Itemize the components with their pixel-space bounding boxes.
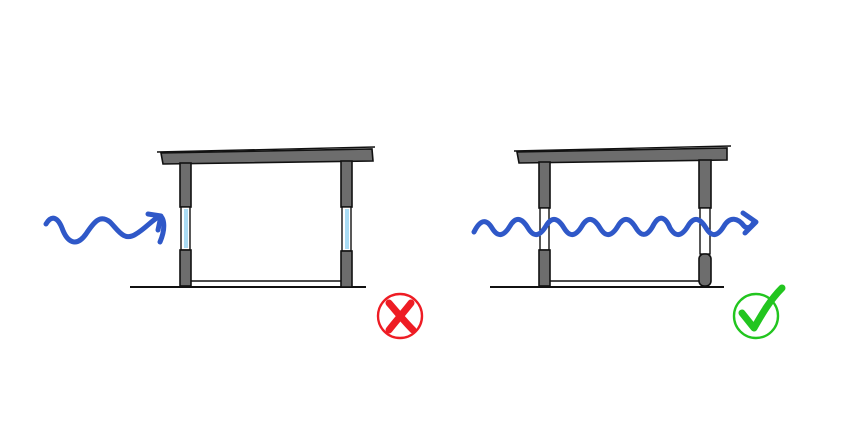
panel-blocked [43, 146, 424, 340]
right-glass-fill [345, 209, 349, 249]
wave-arrow-blocked [43, 213, 167, 245]
cross-icon [376, 292, 424, 340]
roof-slab [160, 148, 374, 165]
right-column-upper [698, 159, 712, 209]
left-column-upper [538, 161, 551, 209]
roof-slab [516, 147, 728, 164]
roof-slab-sketch-line [156, 146, 376, 153]
roof-slab-sketch-line [513, 145, 732, 152]
right-column-lower [340, 250, 353, 288]
right-column-lower [698, 253, 712, 287]
check-icon [732, 284, 786, 340]
wave-arrowhead-blocked [145, 211, 164, 233]
left-column-upper [179, 162, 192, 208]
left-column-lower [179, 249, 192, 287]
panel-open [471, 145, 786, 340]
left-column-lower [538, 249, 551, 287]
left-glass-fill [184, 209, 188, 248]
right-column-upper [340, 160, 353, 208]
wave-arrowhead-passing [740, 210, 759, 236]
wave-arrow-passing [471, 215, 757, 237]
